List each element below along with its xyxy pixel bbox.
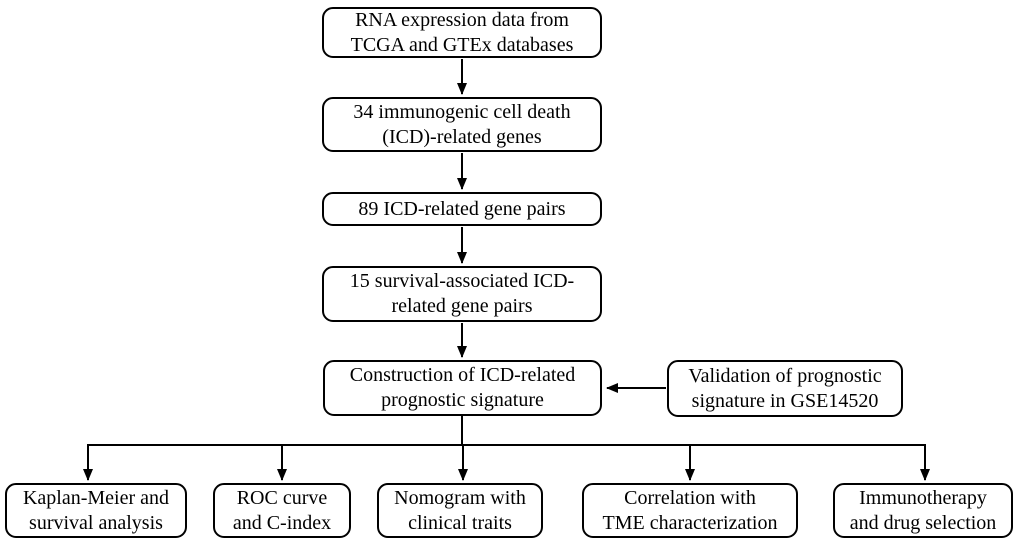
node-kaplan-meier-analysis: Kaplan-Meier and survival analysis [5,483,187,538]
node-nomogram-clinical-traits: Nomogram with clinical traits [377,483,543,538]
node-icd-gene-pairs: 89 ICD-related gene pairs [322,192,602,226]
node-roc-c-index: ROC curve and C-index [213,483,351,538]
node-tme-correlation: Correlation with TME characterization [582,483,798,538]
node-icd-related-genes: 34 immunogenic cell death (ICD)-related … [322,97,602,152]
node-rna-expression-data: RNA expression data from TCGA and GTEx d… [322,7,602,58]
node-signature-validation: Validation of prognostic signature in GS… [667,360,903,417]
node-survival-associated-pairs: 15 survival-associated ICD- related gene… [322,266,602,322]
node-immunotherapy-drug-selection: Immunotherapy and drug selection [833,483,1013,538]
node-signature-construction: Construction of ICD-related prognostic s… [323,360,602,416]
